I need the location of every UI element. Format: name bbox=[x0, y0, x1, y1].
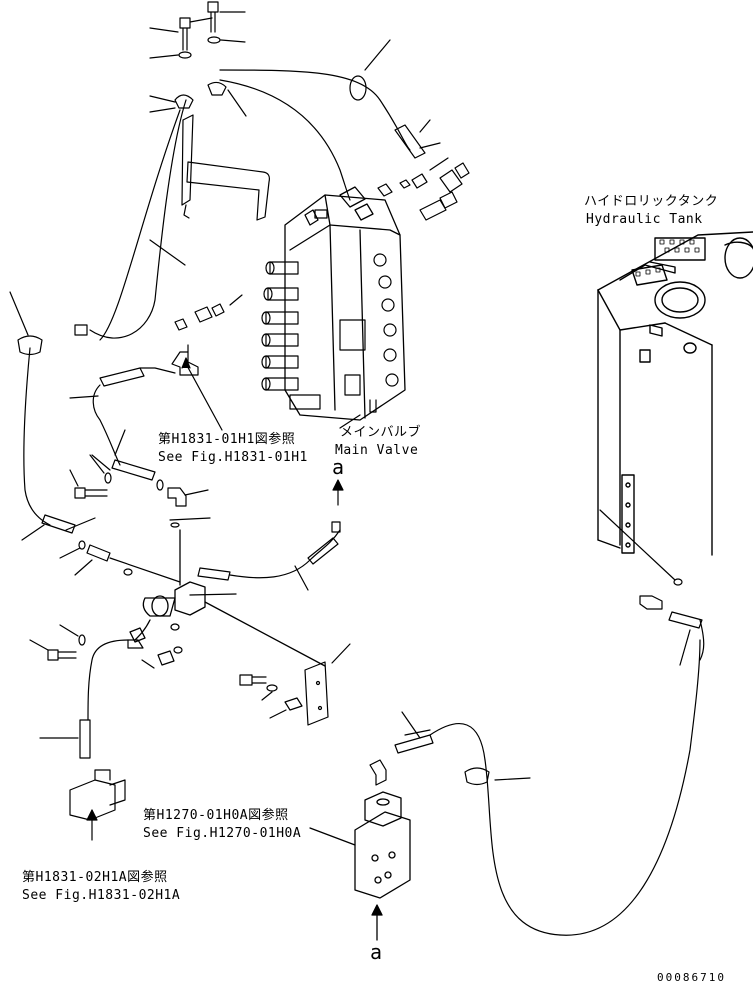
ref-label-1831-01h1-en: See Fig.H1831-01H1 bbox=[158, 450, 308, 465]
hydraulic-tank bbox=[597, 231, 753, 556]
pressure-sensor-lower bbox=[87, 639, 183, 721]
leader-lines bbox=[181, 357, 361, 431]
wire-harness bbox=[74, 39, 411, 341]
bolt-lower-left bbox=[29, 624, 86, 661]
sensor-bracket bbox=[181, 114, 270, 221]
ref-label-1270-jp: 第H1270-01H0A図参照 bbox=[143, 808, 289, 823]
lower-elbow-hose bbox=[369, 639, 701, 936]
clamp-top bbox=[149, 81, 247, 117]
tank-fittings bbox=[599, 509, 705, 666]
main-valve-label-en: Main Valve bbox=[335, 443, 419, 458]
top-bolt-left bbox=[149, 17, 213, 59]
ref-label-1831-02h1a-en: See Fig.H1831-02H1A bbox=[22, 888, 181, 903]
hose-fitting-mid bbox=[91, 429, 164, 491]
center-manifold bbox=[129, 529, 326, 667]
ref-label-1831-02h1a-jp: 第H1831-02H1A図参照 bbox=[22, 870, 168, 885]
ref-label-1831-01h1-jp: 第H1831-01H1図参照 bbox=[158, 432, 296, 447]
main-valve-spools bbox=[261, 253, 399, 413]
drawing-number: 00086710 bbox=[657, 971, 726, 984]
hydraulic-tank-label-jp: ハイドロリックタンク bbox=[584, 194, 719, 209]
lower-left-sensor-assembly bbox=[39, 719, 126, 841]
valve-top-fittings bbox=[377, 119, 470, 221]
tank-checker-pattern bbox=[635, 239, 700, 277]
hydraulic-tank-label-en: Hydraulic Tank bbox=[586, 212, 703, 227]
left-fittings bbox=[171, 294, 243, 376]
hose-center-right bbox=[197, 521, 341, 591]
ref-label-1270-en: See Fig.H1270-01H0A bbox=[143, 826, 302, 841]
top-bolt-right bbox=[207, 1, 246, 44]
manifold-fittings bbox=[59, 540, 181, 583]
marker-a-bottom: a bbox=[370, 940, 383, 964]
ppc-valve-lower bbox=[309, 791, 411, 941]
lower-hose-clamp bbox=[464, 767, 531, 786]
arrow-a-top bbox=[332, 479, 344, 506]
bracket-lower-right bbox=[239, 643, 351, 726]
elbow-fitting bbox=[167, 487, 211, 528]
hose-left-long bbox=[9, 291, 96, 541]
main-valve-label-jp: メインバルブ bbox=[340, 425, 422, 440]
bolt-left-mid bbox=[69, 454, 112, 499]
marker-a-top: a bbox=[332, 455, 345, 479]
